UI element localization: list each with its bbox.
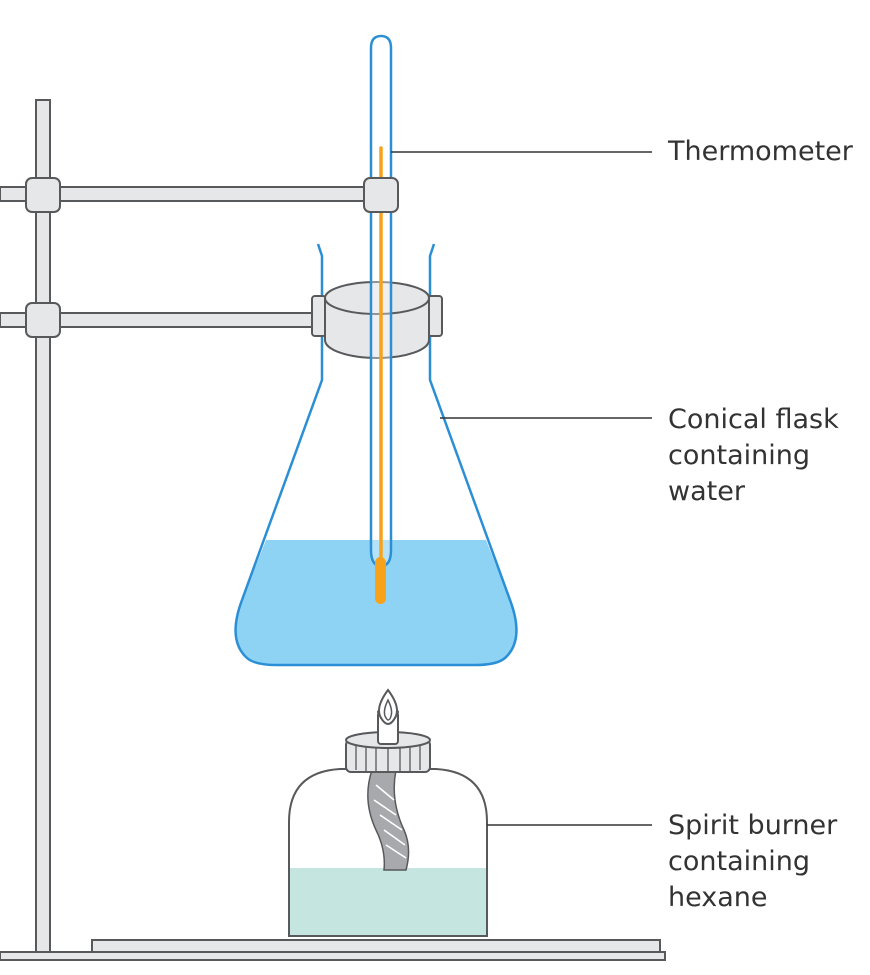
flask-label-line-2: containing	[668, 440, 810, 471]
spirit-burner	[288, 708, 488, 937]
flask-label: Conical flask containing water	[668, 402, 839, 510]
burner-label: Spirit burner containing hexane	[668, 808, 837, 916]
conical-flask	[234, 243, 518, 667]
burner-label-line-2: containing	[668, 846, 810, 877]
retort-stand-rod	[35, 99, 51, 953]
flask-clamp	[311, 281, 443, 359]
thermometer-bulb	[375, 557, 386, 604]
thermometer-label-line: Thermometer	[668, 136, 853, 167]
flask-label-line-1: Conical flask	[668, 404, 839, 435]
upper-boss-head	[25, 177, 61, 213]
base-board	[91, 939, 661, 953]
burner-label-line-3: hexane	[668, 882, 768, 913]
flame-icon	[378, 688, 398, 726]
flask-label-line-3: water	[668, 476, 745, 507]
ground-line	[0, 951, 666, 961]
lower-boss-head	[25, 302, 61, 338]
hexane-liquid	[289, 868, 487, 936]
flask-water	[235, 540, 517, 665]
thermometer-label: Thermometer	[668, 134, 853, 170]
thermometer-clamp	[363, 177, 399, 213]
burner-label-line-1: Spirit burner	[668, 810, 838, 841]
thermometer	[369, 34, 393, 604]
